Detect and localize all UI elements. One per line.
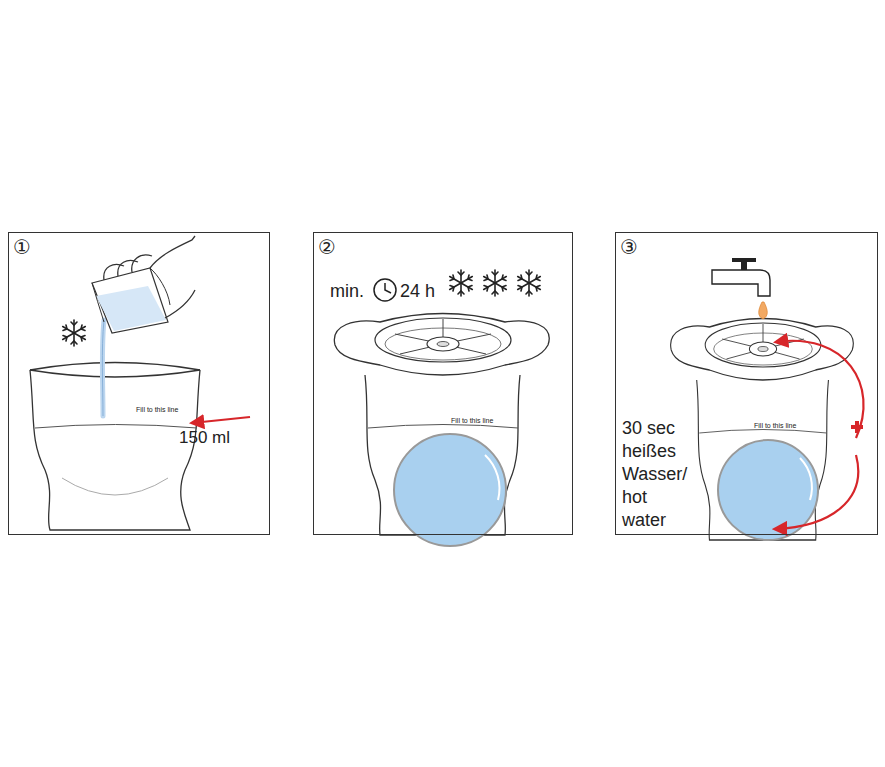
step-panel: ② min. 24 h Fill to this line bbox=[313, 232, 573, 535]
step-panel: ③ Fill to this line 30 sec heißes Wasser/ … bbox=[615, 232, 878, 535]
instruction-text: 30 sec heißes Wasser/ hot water bbox=[622, 417, 696, 532]
fill-line-label: Fill to this line bbox=[451, 417, 493, 425]
step-number: ① bbox=[13, 236, 31, 259]
step-number: ③ bbox=[620, 236, 638, 259]
volume-label: 150 ml bbox=[179, 428, 230, 448]
step-number: ② bbox=[318, 236, 336, 259]
fill-line-label: Fill to this line bbox=[136, 406, 178, 414]
time-label: 24 h bbox=[400, 281, 435, 302]
step-panel: ① Fill to this line 150 ml bbox=[8, 232, 270, 535]
time-prefix: min. bbox=[330, 281, 364, 302]
fill-line-label: Fill to this line bbox=[754, 422, 796, 430]
